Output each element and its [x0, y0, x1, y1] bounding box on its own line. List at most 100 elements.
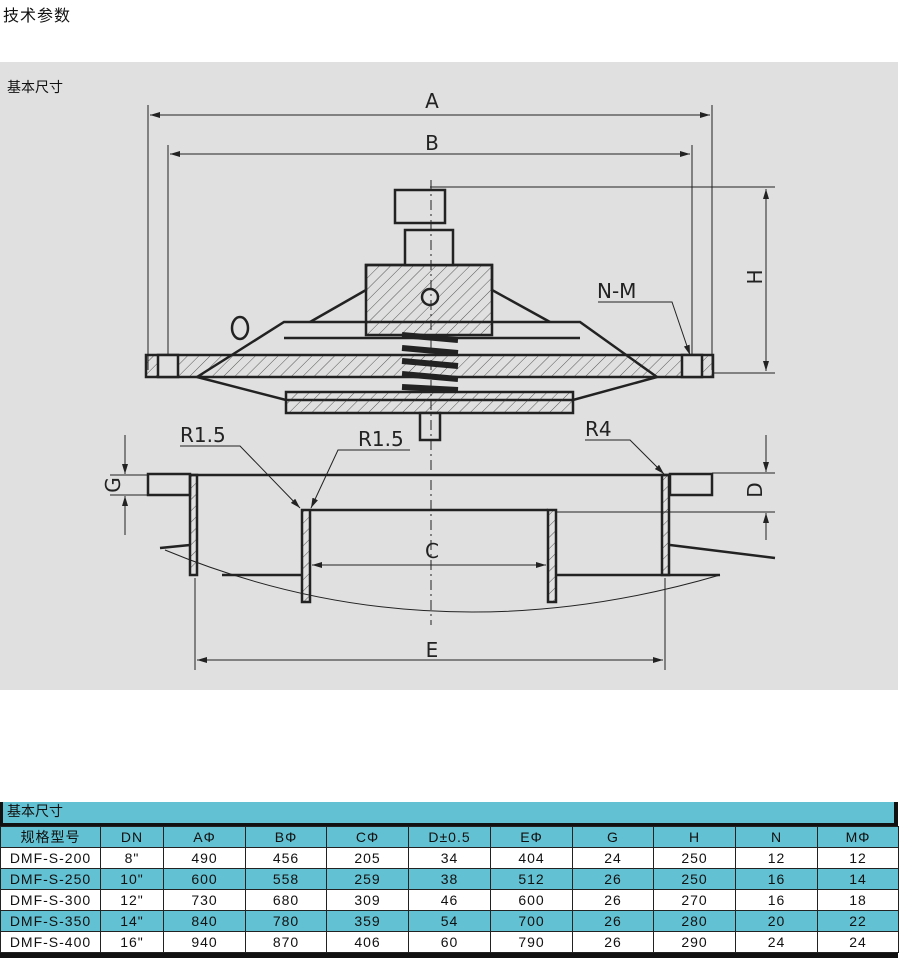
table-cell: 26	[572, 910, 654, 932]
table-cell: DMF-S-400	[0, 931, 101, 953]
table-cell: 26	[572, 868, 654, 890]
table-cell: 456	[245, 847, 327, 869]
table-cell: 24	[572, 847, 654, 869]
table-cell: 309	[326, 889, 409, 911]
table-cell: 16	[735, 868, 818, 890]
table-bottom-bar	[0, 953, 898, 958]
table-cell: DMF-S-350	[0, 910, 101, 932]
spring-icon	[401, 332, 459, 393]
table-cell: 600	[490, 889, 573, 911]
page-title: 技术参数	[3, 6, 72, 25]
table-cell: 12"	[100, 889, 164, 911]
hood-curve	[164, 549, 721, 613]
table-cell: DMF-S-300	[0, 889, 101, 911]
table-cell: 870	[245, 931, 327, 953]
table-cell: 940	[163, 931, 246, 953]
leaders	[180, 301, 691, 509]
dimension-b	[167, 145, 693, 375]
column-header: H	[653, 826, 736, 848]
label-g: G	[101, 477, 125, 493]
table-cell: 600	[163, 868, 246, 890]
housing	[146, 472, 776, 604]
column-header: EΦ	[490, 826, 573, 848]
table-cell: 14"	[100, 910, 164, 932]
table-cell: 790	[490, 931, 573, 953]
table-cell: 406	[326, 931, 409, 953]
table-cell: 18	[817, 889, 899, 911]
table-cell: DMF-S-250	[0, 868, 101, 890]
table-title: 基本尺寸	[0, 802, 898, 826]
dimension-g	[110, 435, 148, 535]
table-cell: 280	[653, 910, 736, 932]
table-cell: 16"	[100, 931, 164, 953]
dimension-d	[556, 435, 775, 540]
label-n-m: N-M	[597, 279, 636, 303]
column-header: AΦ	[163, 826, 246, 848]
dimension-e	[194, 578, 666, 670]
table-cell: 359	[326, 910, 409, 932]
table-cell: 290	[653, 931, 736, 953]
column-header: DN	[100, 826, 164, 848]
table-cell: 730	[163, 889, 246, 911]
table-cell: 38	[408, 868, 491, 890]
label-r1-5-outer: R1.5	[180, 423, 226, 447]
table-cell: 26	[572, 889, 654, 911]
label-r1-5-inner: R1.5	[358, 427, 404, 451]
table-cell: 16	[735, 889, 818, 911]
dimension-h	[430, 186, 775, 374]
column-header: CΦ	[326, 826, 409, 848]
table-cell: 8"	[100, 847, 164, 869]
label-r4: R4	[585, 417, 612, 441]
table-cell: 680	[245, 889, 327, 911]
table-cell: 512	[490, 868, 573, 890]
label-e: E	[426, 638, 439, 662]
table-cell: 490	[163, 847, 246, 869]
table-cell: 14	[817, 868, 899, 890]
table-cell: 250	[653, 847, 736, 869]
table-cell: 250	[653, 868, 736, 890]
technical-drawing: A B H N-M R1.5 R1.5 R4 G D C E	[101, 89, 776, 670]
table-cell: DMF-S-200	[0, 847, 101, 869]
table-cell: 404	[490, 847, 573, 869]
label-d: D	[743, 482, 767, 497]
table-cell: 558	[245, 868, 327, 890]
column-header: MΦ	[817, 826, 899, 848]
table-cell: 259	[326, 868, 409, 890]
column-header: BΦ	[245, 826, 327, 848]
table-cell: 20	[735, 910, 818, 932]
table-cell: 24	[735, 931, 818, 953]
column-header: G	[572, 826, 654, 848]
label-a: A	[425, 89, 439, 113]
table-cell: 34	[408, 847, 491, 869]
column-header: D±0.5	[408, 826, 491, 848]
column-header: N	[735, 826, 818, 848]
section-label: 基本尺寸	[7, 80, 63, 96]
table-cell: 205	[326, 847, 409, 869]
table-cell: 26	[572, 931, 654, 953]
table-cell: 840	[163, 910, 246, 932]
table-cell: 10"	[100, 868, 164, 890]
label-h: H	[743, 269, 767, 284]
label-c: C	[425, 539, 439, 563]
table-cell: 24	[817, 931, 899, 953]
table-cell: 60	[408, 931, 491, 953]
table-cell: 12	[735, 847, 818, 869]
column-header: 规格型号	[0, 826, 101, 848]
dimension-a	[147, 105, 713, 370]
table-cell: 54	[408, 910, 491, 932]
valve-assembly	[144, 188, 715, 442]
table-cell: 780	[245, 910, 327, 932]
table-cell: 270	[653, 889, 736, 911]
label-b: B	[425, 131, 439, 155]
table-cell: 12	[817, 847, 899, 869]
table-cell: 46	[408, 889, 491, 911]
table-cell: 22	[817, 910, 899, 932]
table-cell: 700	[490, 910, 573, 932]
